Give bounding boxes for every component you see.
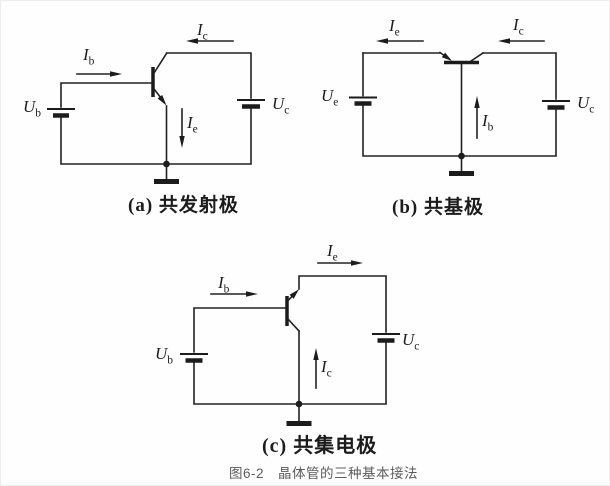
current-arrow-ic xyxy=(186,38,234,44)
label-b-uc: Uc xyxy=(577,94,594,116)
label-b-ic-main: I xyxy=(513,15,519,34)
label-b-ic: Ic xyxy=(513,16,524,38)
wires xyxy=(193,275,387,405)
label-a-ub-main: U xyxy=(23,97,36,116)
label-b-ue-sub: e xyxy=(333,96,339,109)
label-b-uc-sub: c xyxy=(589,103,595,116)
figure-caption: 图6-2 晶体管的三种基本接法 xyxy=(229,466,419,481)
label-c-ub-main: U xyxy=(155,344,168,363)
label-c-ie-main: I xyxy=(327,241,333,260)
label-a-ib-sub: b xyxy=(88,55,95,68)
label-a-uc-sub: c xyxy=(284,104,290,117)
label-c-ic-sub: c xyxy=(326,367,332,380)
current-arrow-ic xyxy=(313,348,319,389)
label-c-ib: Ib xyxy=(218,274,229,296)
label-c-ie-sub: e xyxy=(332,251,338,264)
current-arrow-ic xyxy=(498,38,545,44)
label-b-ie-sub: e xyxy=(394,26,400,39)
label-a-ie-main: I xyxy=(187,113,193,132)
battery-uc xyxy=(542,100,570,110)
wires xyxy=(362,52,557,157)
circuit-a-common-emitter-diagram xyxy=(47,38,265,184)
label-c-ib-sub: b xyxy=(223,283,230,296)
label-b-uc-main: U xyxy=(577,93,590,112)
label-a-ic-sub: c xyxy=(202,30,208,43)
label-b-ue-main: U xyxy=(321,86,334,105)
label-c-ub-sub: b xyxy=(167,354,174,367)
label-a-ic-main: I xyxy=(197,20,203,39)
current-arrow-ib xyxy=(474,96,480,139)
label-b-ue: Ue xyxy=(321,87,338,109)
label-a-ib-main: I xyxy=(83,45,89,64)
label-a-uc-main: U xyxy=(272,94,285,113)
current-arrow-ie xyxy=(317,260,363,266)
label-c-uc-sub: c xyxy=(414,340,420,353)
label-c-ub: Ub xyxy=(155,345,173,367)
label-a-uc: Uc xyxy=(272,95,289,117)
battery-ub xyxy=(180,353,208,363)
label-b-ib: Ib xyxy=(482,112,493,134)
current-arrow-ie xyxy=(179,108,185,148)
label-a-ie-sub: e xyxy=(192,123,198,136)
circuit-c-common-collector-diagram xyxy=(180,260,400,426)
ground-symbol xyxy=(154,160,179,184)
ground-symbol xyxy=(286,400,312,426)
current-arrow-ib xyxy=(76,71,122,77)
label-c-ie: Ie xyxy=(327,242,338,264)
label-c-uc-main: U xyxy=(402,330,415,349)
label-a-ub-sub: b xyxy=(35,107,42,120)
label-b-ib-main: I xyxy=(482,111,488,130)
label-c-ic-main: I xyxy=(321,357,327,376)
label-a-ub: Ub xyxy=(23,98,41,120)
battery-ub xyxy=(47,108,75,118)
label-b-ie: Ie xyxy=(389,17,400,39)
label-a-ib: Ib xyxy=(83,46,94,68)
ground-symbol xyxy=(449,152,474,176)
caption-a: (a) 共发射极 xyxy=(128,195,239,216)
battery-uc xyxy=(237,99,265,109)
label-b-ic-sub: c xyxy=(518,25,524,38)
label-b-ie-main: I xyxy=(389,16,395,35)
current-arrow-ib xyxy=(210,291,258,297)
transistor-symbol xyxy=(285,289,301,333)
label-c-uc: Uc xyxy=(402,331,419,353)
caption-b: (b) 共基极 xyxy=(392,197,484,218)
transistor-symbol xyxy=(151,52,168,106)
label-c-ic: Ic xyxy=(321,358,332,380)
label-a-ic: Ic xyxy=(197,21,208,43)
label-b-ib-sub: b xyxy=(487,121,494,134)
caption-c: (c) 共集电极 xyxy=(262,435,378,457)
label-a-ie: Ie xyxy=(187,114,198,136)
label-c-ib-main: I xyxy=(218,273,224,292)
wires xyxy=(60,52,252,165)
battery-uc xyxy=(372,333,400,343)
circuit-b-common-base-diagram xyxy=(349,38,570,176)
current-arrow-ie xyxy=(376,38,424,44)
battery-ue xyxy=(349,96,377,106)
transistor-symbol xyxy=(438,51,485,65)
